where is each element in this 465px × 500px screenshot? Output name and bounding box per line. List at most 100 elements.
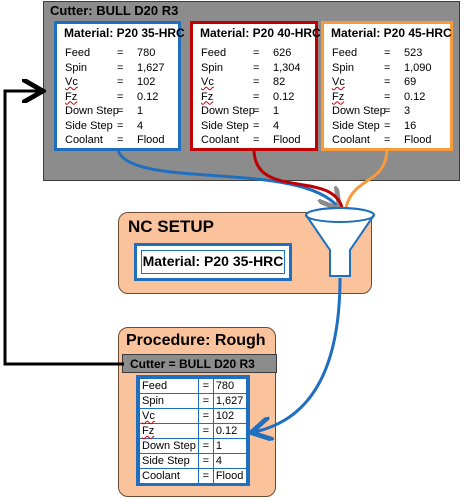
equals-sign: = xyxy=(117,90,124,103)
material-title: Material: P20 40-HRC xyxy=(200,26,321,40)
param-label: Coolant xyxy=(201,134,239,146)
equals-sign: = xyxy=(197,408,214,424)
param-value: Flood xyxy=(404,134,432,146)
param-label: Side Step xyxy=(65,119,113,132)
param-label: Spin xyxy=(65,61,88,74)
procedure-cutter-label: Cutter = BULL D20 R3 xyxy=(130,357,255,371)
nc-setup-material-label: Material: P20 35-HRC xyxy=(142,253,284,269)
equals-sign: = xyxy=(384,76,391,88)
wire-35hrc xyxy=(116,149,338,207)
param-label: Fz xyxy=(201,90,214,103)
param-value: 82 xyxy=(273,76,286,88)
param-row: Fz = 0.12 xyxy=(65,90,165,105)
procedure-title: Procedure: Rough xyxy=(126,332,266,349)
procedure-cutter-bar: Cutter = BULL D20 R3 xyxy=(122,354,277,373)
param-row: Coolant = Flood xyxy=(65,133,165,148)
param-value: 1,304 xyxy=(273,61,301,74)
table-row: Side Step=4 xyxy=(139,453,248,469)
param-row: Coolant = Flood xyxy=(201,133,301,148)
param-value: 4 xyxy=(137,119,144,132)
param-label: Side Step xyxy=(332,119,380,132)
param-value: 780 xyxy=(212,378,248,394)
param-label: Side Step xyxy=(201,119,249,132)
param-value: 1 xyxy=(273,105,280,117)
param-row: Feed = 523 xyxy=(332,46,432,61)
param-label: Fz xyxy=(65,90,78,103)
funnel-icon xyxy=(305,207,375,277)
feedback-arrow xyxy=(3,91,124,366)
param-label: Feed xyxy=(332,47,358,59)
param-row: Spin=1,304 xyxy=(201,61,301,76)
param-row: Side Step=16 xyxy=(332,119,432,134)
equals-sign: = xyxy=(253,76,260,88)
param-value: 1 xyxy=(137,105,144,117)
nc-setup-material-box: Material: P20 35-HRC xyxy=(134,243,292,281)
table-row: Feed=780 xyxy=(139,378,248,394)
wire-45hrc xyxy=(344,149,389,208)
param-value: Flood xyxy=(137,134,165,146)
param-value: 3 xyxy=(404,105,411,117)
equals-sign: = xyxy=(253,134,260,146)
equals-sign: = xyxy=(117,119,124,132)
wire-to-procedure xyxy=(254,277,342,432)
equals-sign: = xyxy=(253,119,260,132)
equals-sign: = xyxy=(117,105,124,117)
param-label: Spin xyxy=(201,61,224,74)
table-row: Vc=102 xyxy=(139,408,248,424)
param-label: Side Step xyxy=(139,453,199,469)
param-label: Down Step xyxy=(65,105,119,117)
param-value: 1,627 xyxy=(212,393,248,409)
param-row: Down Step= 1 xyxy=(65,104,165,119)
equals-sign: = xyxy=(384,90,391,103)
equals-sign: = xyxy=(197,393,214,409)
param-row: Vc = 82 xyxy=(201,75,301,90)
material-title: Material: P20 45-HRC xyxy=(331,26,452,40)
param-label: Feed xyxy=(65,47,91,59)
equals-sign: = xyxy=(384,105,391,117)
table-row: Spin=1,627 xyxy=(139,393,248,409)
equals-sign: = xyxy=(117,134,124,146)
equals-sign: = xyxy=(253,90,260,103)
param-label: Spin xyxy=(332,61,355,74)
param-value: 523 xyxy=(404,47,423,59)
param-value: Flood xyxy=(273,134,301,146)
param-row: Fz = 0.12 xyxy=(332,90,432,105)
procedure-param-table: Feed=780 Spin=1,627 Vc=102 Fz=0.12 Down … xyxy=(136,375,250,486)
equals-sign: = xyxy=(117,47,124,59)
param-row: Vc=69 xyxy=(332,75,432,90)
equals-sign: = xyxy=(253,105,260,117)
param-row: Feed = 626 xyxy=(201,46,301,61)
material-box-35hrc: Material: P20 35-HRC Feed = 780 Spin=1,627… xyxy=(54,21,185,151)
equals-sign: = xyxy=(384,61,391,74)
param-value: 0.12 xyxy=(404,90,426,103)
param-row: Side Step = 4 xyxy=(65,119,165,134)
param-value: 626 xyxy=(273,47,292,59)
equals-sign: = xyxy=(253,47,260,59)
param-value: 780 xyxy=(137,47,156,59)
equals-sign: = xyxy=(384,47,391,59)
param-row: Down Step=3 xyxy=(332,104,432,119)
param-value: Flood xyxy=(212,468,248,484)
param-label: Feed xyxy=(201,47,227,59)
param-label: Spin xyxy=(139,393,199,409)
param-value: 0.12 xyxy=(137,90,159,103)
nc-setup-material-inner xyxy=(141,250,285,274)
param-row: Vc=102 xyxy=(65,75,165,90)
param-list: Feed=626 Spin=1,304 Vc=82 Fz=0.12 Down S… xyxy=(201,46,301,148)
table-row: Coolant=Flood xyxy=(139,468,248,484)
param-label: Vc xyxy=(201,76,214,88)
param-row: Spin=1,627 xyxy=(65,61,165,76)
param-value: 69 xyxy=(404,76,417,88)
param-label: Coolant xyxy=(65,134,103,146)
param-value: 1 xyxy=(212,438,248,454)
param-label: Fz xyxy=(332,90,345,103)
material-box-45hrc: Material: P20 45-HRC Feed=523 Spin=1,090… xyxy=(321,21,453,151)
equals-sign: = xyxy=(384,134,391,146)
nc-setup-title: NC SETUP xyxy=(128,217,214,236)
param-value: 16 xyxy=(404,119,417,132)
material-box-40hrc: Material: P20 40-HRC Feed=626 Spin=1,304… xyxy=(190,21,321,151)
material-title: Material: P20 35-HRC xyxy=(64,26,185,40)
param-row: Spin=1,090 xyxy=(332,61,432,76)
param-row: Down Step=1 xyxy=(201,104,301,119)
